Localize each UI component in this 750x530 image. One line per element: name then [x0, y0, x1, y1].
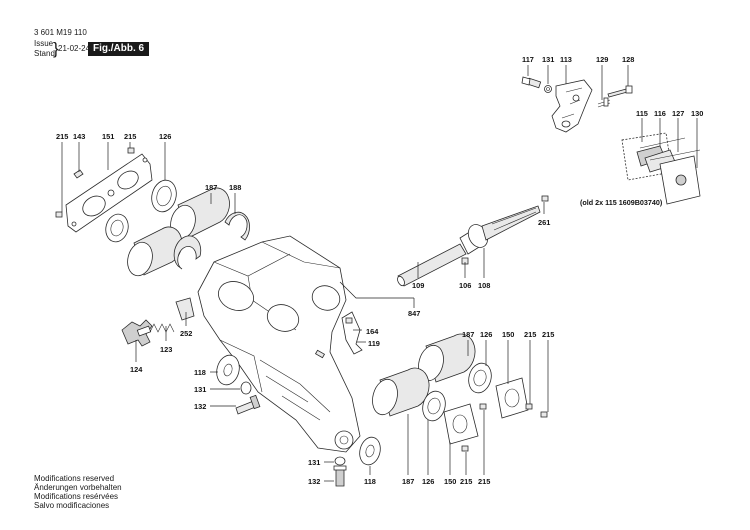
part-label: 164	[366, 327, 379, 336]
part-label: 116	[654, 109, 666, 118]
part-label: 113	[560, 55, 572, 64]
part-label: 252	[180, 329, 192, 338]
part-label: 215	[124, 132, 136, 141]
part-label: 215	[478, 477, 490, 486]
part-label: 128	[622, 55, 634, 64]
footer-line: Salvo modificaciones	[34, 501, 110, 510]
part-label: 123	[160, 345, 172, 354]
issue-label: Issue	[34, 39, 54, 48]
spring-knob-assembly	[121, 297, 195, 347]
part-label: 131	[542, 55, 554, 64]
part-label: 106	[459, 281, 471, 290]
footer-line: Änderungen vorbehalten	[34, 483, 122, 492]
part-label: 129	[596, 55, 608, 64]
part-label: 215	[524, 330, 536, 339]
part-label: 151	[102, 132, 114, 141]
part-label: 261	[538, 218, 550, 227]
lower-right-bearings	[372, 333, 548, 452]
part-label: 108	[478, 281, 490, 290]
part-label: 131	[308, 458, 320, 467]
part-label: 847	[408, 309, 420, 318]
brace-glyph: }	[53, 39, 59, 58]
part-label: 132	[308, 477, 320, 486]
part-label: 215	[460, 477, 472, 486]
part-label: 126	[159, 132, 171, 141]
footer-line: Modifications reserved	[34, 474, 115, 483]
leader-lines	[61, 65, 698, 482]
part-label: 126	[422, 477, 434, 486]
footer-line: Modifications resérvées	[34, 492, 119, 501]
upper-bearings	[105, 179, 250, 277]
figure-badge: Fig./Abb. 6	[88, 42, 150, 56]
part-label: 124	[130, 365, 143, 374]
part-label: 215	[56, 132, 68, 141]
part-label: 109	[412, 281, 424, 290]
issue-date: 21-02-24	[58, 44, 91, 53]
document-number: 3 601 M19 110	[34, 28, 87, 37]
part-label: 119	[368, 339, 380, 348]
bracket-119	[341, 311, 363, 355]
modifications-footer: Modifications reserved Änderungen vorbeh…	[34, 474, 122, 510]
gasket-plate-151	[55, 147, 153, 233]
part-label: 118	[194, 368, 206, 377]
part-label: 126	[480, 330, 492, 339]
part-label: 132	[194, 402, 206, 411]
part-label: 187	[402, 477, 414, 486]
main-housing	[197, 235, 361, 453]
part-label: 150	[444, 477, 456, 486]
part-label: 127	[672, 109, 684, 118]
stand-label: Stand	[34, 49, 55, 58]
part-label: 115	[636, 109, 648, 118]
part-labels: 117 131 113 129 128 115 116 127 130 (old…	[56, 55, 703, 486]
part-label: 150	[502, 330, 514, 339]
part-label: 130	[691, 109, 703, 118]
plate-stack	[621, 132, 701, 205]
part-label: 118	[364, 477, 376, 486]
part-label: 131	[194, 385, 206, 394]
shaft-assembly	[397, 195, 549, 287]
part-label: 188	[229, 183, 241, 192]
old-part-note: (old 2x 115 1609B03740)	[580, 198, 663, 207]
issue-stand-labels: Issue Stand	[34, 39, 58, 59]
lower-left-fasteners	[216, 354, 261, 415]
bottom-fasteners	[333, 436, 381, 487]
part-label: 215	[542, 330, 554, 339]
part-label: 187	[462, 330, 474, 339]
part-label: 187	[205, 183, 217, 192]
clamp-assembly	[521, 76, 633, 133]
part-label: 143	[73, 132, 85, 141]
part-label: 117	[522, 55, 534, 64]
